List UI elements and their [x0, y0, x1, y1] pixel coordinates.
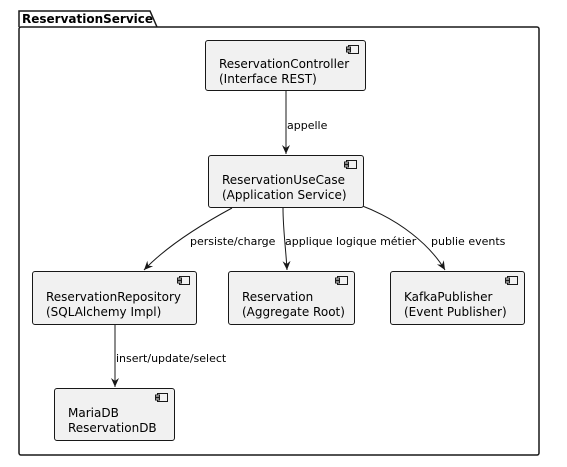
- component-line2: (SQLAlchemy Impl): [46, 305, 162, 319]
- package-frame: [18, 26, 540, 456]
- edge-usecase-reservation: [282, 207, 291, 271]
- component-icon: [177, 276, 190, 285]
- component-line2: (Aggregate Root): [242, 305, 345, 319]
- component-mariadb[interactable]: MariaDB ReservationDB: [54, 388, 175, 441]
- component-icon: [155, 393, 168, 402]
- edge-usecase-repository: [143, 207, 233, 271]
- edge-usecase-kafka: [359, 204, 446, 271]
- component-icon: [335, 276, 348, 285]
- component-line2: (Event Publisher): [404, 305, 507, 319]
- component-reservation-usecase[interactable]: ReservationUseCase (Application Service): [208, 155, 364, 208]
- edge-label-insert: insert/update/select: [116, 352, 227, 365]
- component-line1: ReservationController: [219, 57, 350, 71]
- edge-label-persiste: persiste/charge: [190, 235, 276, 248]
- component-line1: Reservation: [242, 290, 314, 304]
- component-line1: ReservationRepository: [46, 290, 181, 304]
- component-reservation[interactable]: Reservation (Aggregate Root): [228, 271, 355, 325]
- component-icon: [344, 160, 357, 169]
- component-kafka-publisher[interactable]: KafkaPublisher (Event Publisher): [390, 271, 525, 325]
- edge-label-applique: applique logique métier: [285, 235, 417, 248]
- component-line1: MariaDB: [68, 406, 119, 420]
- package-title: ReservationService: [22, 12, 154, 26]
- component-line1: KafkaPublisher: [404, 290, 493, 304]
- component-icon: [505, 276, 518, 285]
- component-line1: ReservationUseCase: [222, 173, 345, 187]
- edge-label-appelle: appelle: [287, 119, 328, 132]
- component-line2: (Application Service): [222, 188, 347, 202]
- component-reservation-repository[interactable]: ReservationRepository (SQLAlchemy Impl): [32, 271, 197, 325]
- package-tab: [18, 10, 158, 28]
- component-line2: ReservationDB: [68, 421, 157, 435]
- component-icon: [346, 45, 359, 54]
- component-line2: (Interface REST): [219, 72, 317, 86]
- edge-label-publie: publie events: [431, 235, 506, 248]
- component-reservation-controller[interactable]: ReservationController (Interface REST): [205, 40, 366, 91]
